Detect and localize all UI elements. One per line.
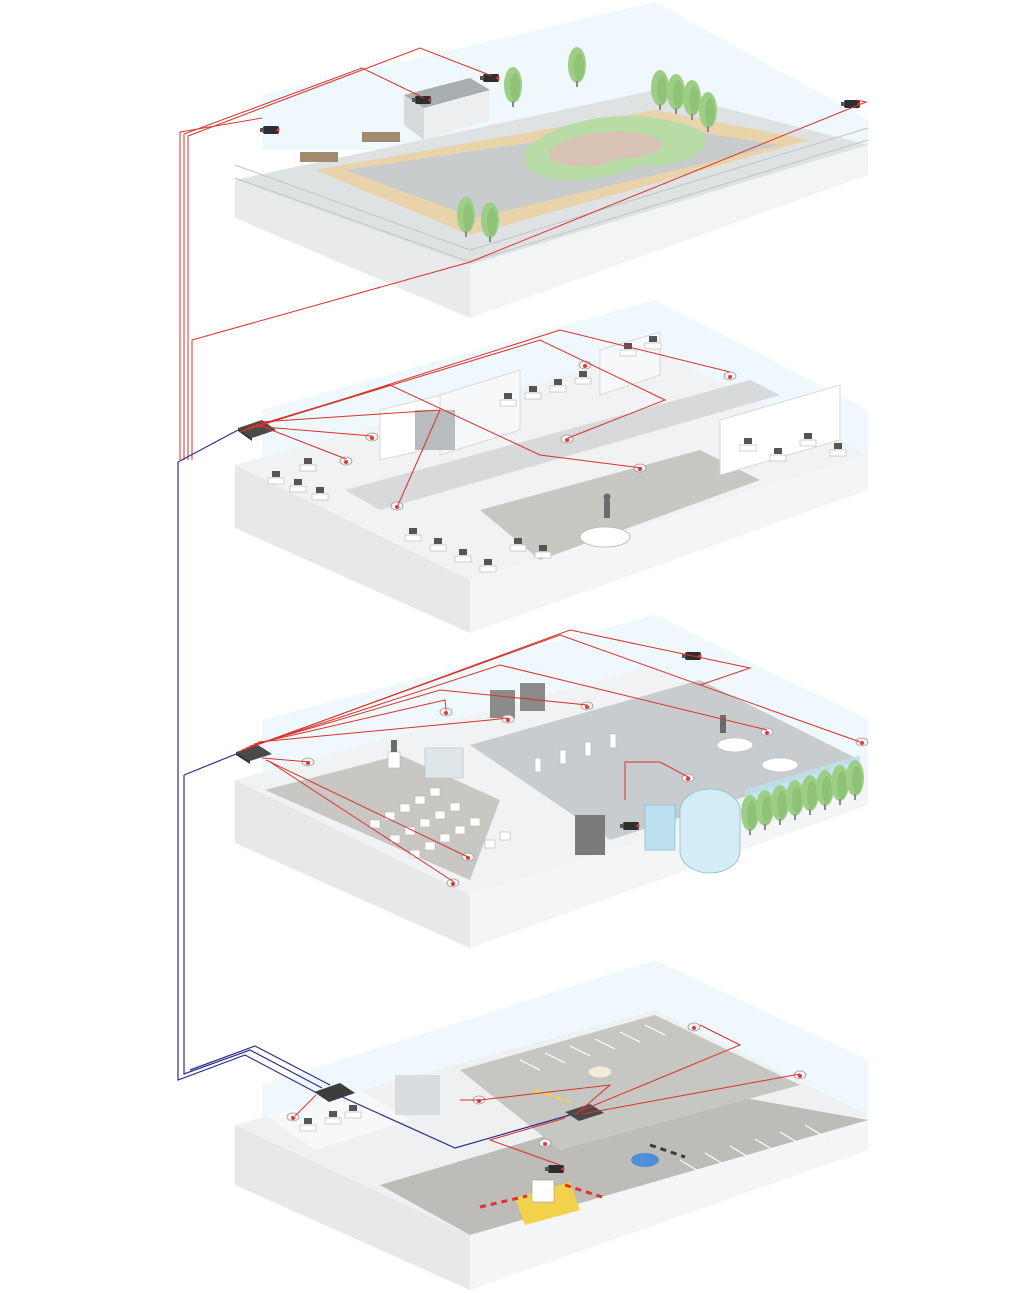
level-rooftop xyxy=(234,2,869,318)
parking-switches xyxy=(314,1083,604,1121)
lobby-camera-4 xyxy=(580,701,594,711)
parking-barriers xyxy=(479,1088,686,1209)
network-cables-red xyxy=(179,47,868,1166)
office-people xyxy=(603,493,611,518)
office-camera-7 xyxy=(578,360,592,370)
lobby-camera-7 xyxy=(855,737,869,747)
level-lobby xyxy=(235,615,869,948)
rooftop-lawn-path xyxy=(550,131,662,167)
office-camera-6 xyxy=(723,371,737,381)
rooftop-slab-left xyxy=(235,180,470,318)
parking-camera-4 xyxy=(687,1022,701,1032)
office-corridor xyxy=(345,380,780,510)
lobby-waiting-area xyxy=(716,715,799,773)
parking-lot-surface xyxy=(380,1090,868,1235)
lobby-camera-9 xyxy=(446,878,460,888)
rooftop-benches xyxy=(300,132,400,162)
level-office xyxy=(235,300,868,633)
office-camera-4 xyxy=(560,434,574,444)
lobby-main-floor xyxy=(470,680,860,840)
rooftop-slab-right xyxy=(470,145,868,318)
parking-ramp xyxy=(460,1015,800,1150)
office-camera-3 xyxy=(390,501,404,511)
parking-guard-booth xyxy=(515,1179,580,1225)
level-parking xyxy=(235,960,868,1290)
network-cables-blue xyxy=(177,429,571,1149)
lobby-podium xyxy=(387,740,401,769)
lobby-slab-left xyxy=(235,780,470,948)
parking-bays xyxy=(519,1024,826,1173)
office-slab-right xyxy=(470,455,868,633)
parking-slab-right xyxy=(470,1115,868,1290)
lobby-switch xyxy=(236,745,272,764)
lobby-camera-3 xyxy=(501,714,515,724)
lobby-auditorium-floor xyxy=(265,755,500,880)
office-reception-floor xyxy=(480,450,760,560)
lobby-turnstiles xyxy=(534,733,617,773)
parking-slab-left xyxy=(235,1125,470,1290)
parking-canteen xyxy=(265,1075,440,1150)
office-camera-1 xyxy=(339,456,353,466)
office-slab-left xyxy=(235,465,470,633)
parking-cars xyxy=(587,1065,659,1167)
parking-camera-3 xyxy=(538,1138,552,1148)
office-camera-2 xyxy=(365,432,379,442)
lobby-screens xyxy=(424,683,545,779)
office-meeting-table xyxy=(579,526,631,548)
office-rooms xyxy=(379,331,841,476)
